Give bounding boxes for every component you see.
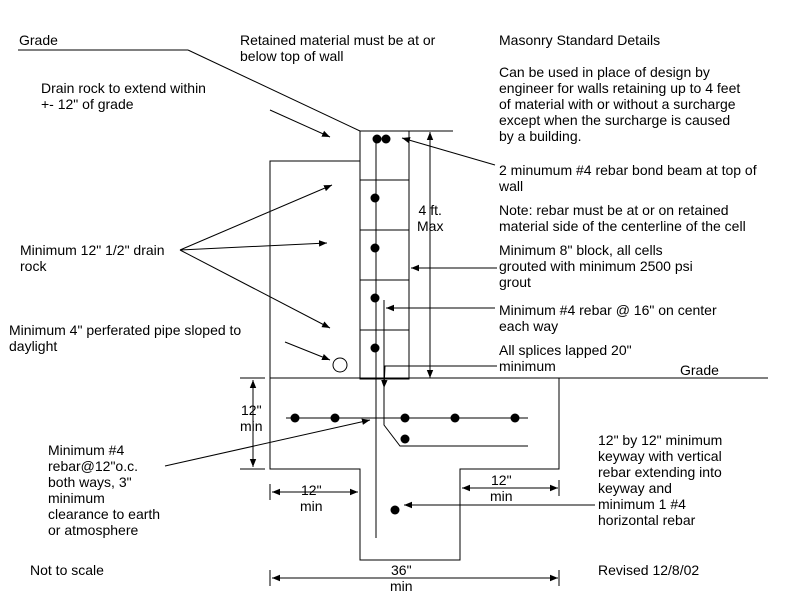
label-four-ft-max: 4 ft. Max bbox=[417, 202, 444, 234]
arrow-drain-rock bbox=[269, 109, 331, 138]
label-rebar12: Minimum #4 rebar@12"o.c. both ways, 3" m… bbox=[48, 442, 161, 538]
rebar-dot bbox=[370, 293, 380, 303]
label-title: Masonry Standard Details bbox=[499, 32, 661, 48]
label-rebar16: Minimum #4 rebar @ 16" on center each wa… bbox=[499, 302, 717, 334]
rebar-dot bbox=[370, 193, 380, 203]
arrow-splices bbox=[381, 365, 497, 389]
label-footing-12: 12" min bbox=[240, 402, 263, 434]
arrow-drain-2 bbox=[179, 240, 328, 251]
footing-outline bbox=[269, 377, 560, 561]
rebar-dot bbox=[400, 434, 410, 444]
label-heel-12: 12" min bbox=[490, 472, 513, 504]
rebar-dot bbox=[450, 413, 460, 423]
label-not-to-scale: Not to scale bbox=[30, 562, 104, 578]
rebar-dot bbox=[400, 413, 410, 423]
arrow-drain-3 bbox=[179, 249, 331, 329]
rebar-dot bbox=[390, 505, 400, 515]
label-keyway: 12" by 12" minimum keyway with vertical … bbox=[598, 432, 723, 528]
label-toe-12: 12" min bbox=[300, 482, 323, 514]
dowel-rebar bbox=[383, 300, 528, 447]
rebar-dot bbox=[381, 134, 391, 144]
label-drain-min: Minimum 12" 1/2" drain rock bbox=[20, 242, 165, 274]
label-revised: Revised 12/8/02 bbox=[598, 562, 700, 578]
label-bond-beam: 2 minumum #4 rebar bond beam at top of w… bbox=[499, 162, 757, 194]
rebar-dot bbox=[370, 343, 380, 353]
block-course-lines bbox=[360, 179, 409, 331]
arrow-drain-1 bbox=[179, 184, 333, 251]
drain-pipe bbox=[332, 357, 348, 373]
ext-lines bbox=[240, 377, 560, 586]
arrow-footing-rebar bbox=[164, 418, 371, 467]
arrow-bond-beam bbox=[401, 137, 496, 166]
label-width-36: 36" min bbox=[390, 562, 413, 594]
rebar-dot bbox=[290, 413, 300, 423]
arrow-pipe bbox=[284, 341, 331, 361]
rebar-dot bbox=[510, 413, 520, 423]
retained-slope-line bbox=[187, 49, 361, 132]
label-grade-top: Grade bbox=[19, 32, 58, 48]
label-can-be-used: Can be used in place of design by engine… bbox=[499, 64, 741, 144]
rebar-dot bbox=[330, 413, 340, 423]
label-drain-rock: Drain rock to extend within +- 12" of gr… bbox=[41, 80, 206, 112]
label-grade-right: Grade bbox=[680, 362, 719, 378]
label-pipe: Minimum 4" perferated pipe sloped to day… bbox=[9, 322, 242, 354]
label-note: Note: rebar must be at or on retained ma… bbox=[499, 202, 746, 234]
rebar-dot bbox=[370, 243, 380, 253]
rebar-dot bbox=[372, 134, 382, 144]
drain-rock-zone bbox=[269, 160, 360, 378]
label-retained-material: Retained material must be at or below to… bbox=[240, 32, 436, 64]
label-splices: All splices lapped 20" minimum bbox=[499, 342, 632, 374]
label-block: Minimum 8" block, all cells grouted with… bbox=[499, 242, 693, 290]
rebar-dots bbox=[290, 134, 520, 515]
